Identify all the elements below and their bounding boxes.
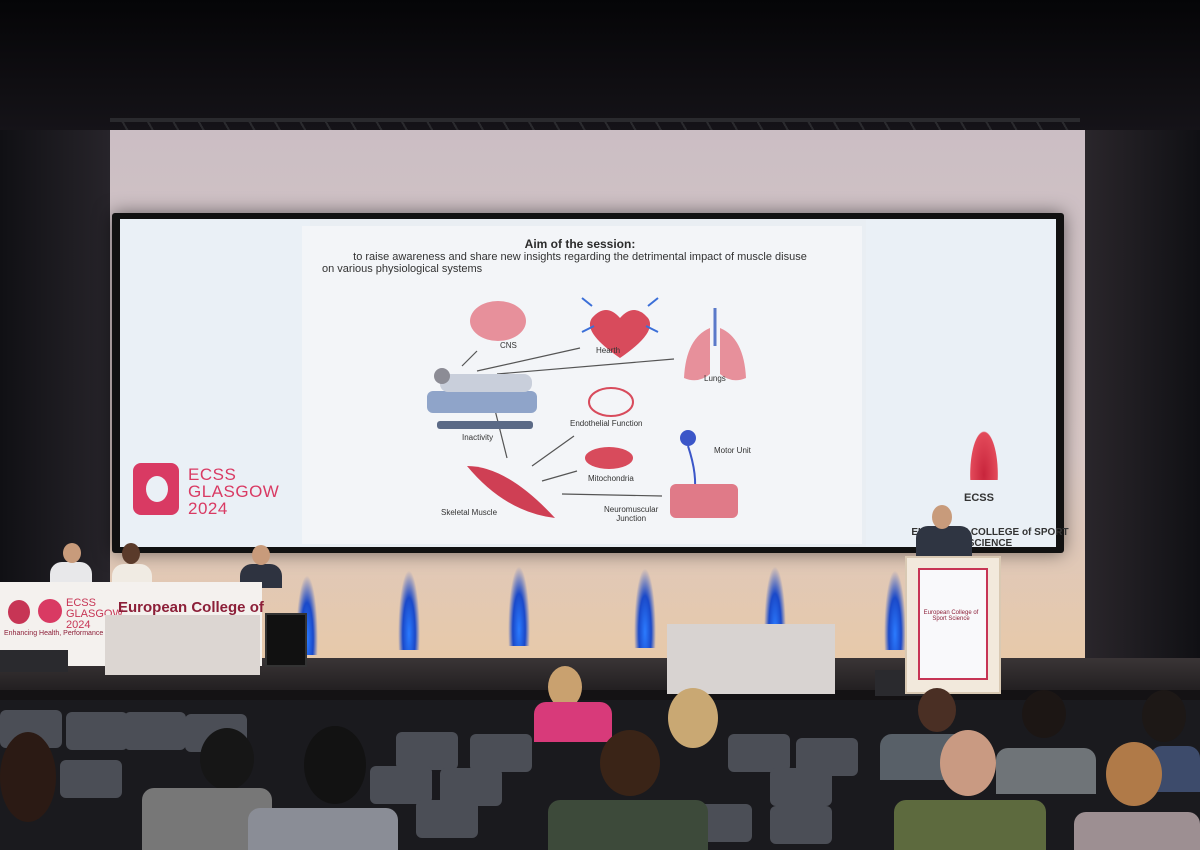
ecss-logo-mark-inner <box>146 476 168 502</box>
stage-right-wing <box>1085 130 1200 690</box>
audience-member <box>548 800 708 850</box>
heart-icon <box>589 310 651 358</box>
floor-speaker <box>0 650 68 672</box>
audience-member <box>894 800 1046 850</box>
seat <box>370 766 432 804</box>
seat <box>770 768 832 806</box>
seat <box>470 734 532 772</box>
seat <box>416 800 478 838</box>
label-line: Junction <box>616 514 647 523</box>
seat <box>60 760 122 798</box>
audience-member <box>996 748 1096 794</box>
logo-line: GLASGOW <box>188 482 280 501</box>
stage-monitor <box>265 613 307 667</box>
label-inactivity: Inactivity <box>462 433 494 442</box>
seat <box>396 732 458 770</box>
stage-box <box>667 624 835 694</box>
table-skirt <box>105 615 260 675</box>
panelist-head <box>122 543 140 564</box>
emblem-abbr: ECSS <box>964 492 994 504</box>
slide-right-panel <box>866 219 1056 547</box>
slide-center-panel <box>302 226 862 544</box>
logo-line: ECSS <box>66 597 96 609</box>
lectern-poster-text: European College of Sport Science <box>923 610 979 622</box>
blue-uplight <box>398 570 420 650</box>
audience-member-head <box>1142 690 1186 742</box>
panelist-head <box>252 545 270 565</box>
ceiling <box>0 0 1200 130</box>
banner-congress-name: European College of <box>118 599 264 616</box>
audience-member-head <box>1106 742 1162 806</box>
blue-uplight <box>884 570 906 650</box>
arrow <box>476 347 581 372</box>
panelist <box>112 564 152 586</box>
logo-text: ECSS GLASGOW 2024 <box>188 466 279 517</box>
audience-member-head <box>940 730 996 796</box>
blood-vessel-icon <box>588 387 634 417</box>
logo-line: GLASGOW <box>66 608 123 620</box>
speaker-head <box>932 505 952 529</box>
brain-icon <box>470 301 526 341</box>
ecss-flame-emblem <box>968 425 1000 480</box>
diagram <box>427 297 746 518</box>
audience-member <box>248 808 398 850</box>
seat <box>440 768 502 806</box>
seat <box>124 712 186 750</box>
label-lungs: Lungs <box>704 374 726 383</box>
emblem-ring-text: EUROPEAN COLLEGE of SPORT SCIENCE <box>911 527 1069 549</box>
slide-title: Aim of the session: <box>524 237 636 251</box>
audience-member-head <box>304 726 366 804</box>
lungs-icon <box>684 328 746 381</box>
seat <box>66 712 128 750</box>
bed-icon <box>427 391 537 413</box>
slide-subtitle-line: on various physiological systems <box>322 263 483 275</box>
label-cns: CNS <box>500 341 517 350</box>
audience-member-head <box>668 688 718 748</box>
audience-member <box>534 702 612 742</box>
label-neuromuscular-junction: Neuromuscular Junction <box>604 505 658 523</box>
ecss-flame-icon <box>8 600 30 624</box>
vessels-icon <box>581 297 659 333</box>
label-line: Neuromuscular <box>604 505 659 514</box>
mitochondria-icon <box>585 447 633 469</box>
slide-subtitle: to raise awareness and share new insight… <box>310 251 850 275</box>
logo-line: 2024 <box>188 499 228 518</box>
ecss-logo-mark <box>38 599 62 623</box>
label-endothelial-function: Endothelial Function <box>570 419 643 428</box>
neuron-icon <box>680 430 696 446</box>
arrow <box>461 350 478 367</box>
audience-member-head <box>200 728 254 790</box>
label-mitochondria: Mitochondria <box>588 474 634 483</box>
arrow <box>531 435 575 467</box>
logo-line: 2024 <box>66 619 91 631</box>
banner-tagline: Enhancing Health, Performance and Commun… <box>4 630 173 637</box>
label-skeletal-muscle: Skeletal Muscle <box>441 508 498 517</box>
arrow <box>496 358 675 375</box>
audience-member-head <box>0 732 56 822</box>
blue-uplight <box>634 568 656 648</box>
audience-member-head <box>918 688 956 732</box>
audience-member <box>1074 812 1200 850</box>
logo-line: ECSS <box>188 465 237 484</box>
label-heart: Hearth <box>596 346 621 355</box>
label-motor-unit: Motor Unit <box>714 446 751 455</box>
lectern-poster <box>918 568 988 680</box>
speaker <box>916 526 972 558</box>
audience-member-head <box>548 666 582 708</box>
panelist-head <box>63 543 81 563</box>
arrow <box>561 493 663 497</box>
slide-subtitle-line: to raise awareness and share new insight… <box>353 251 807 263</box>
seat <box>770 806 832 844</box>
blue-uplight <box>508 566 530 646</box>
muscle-fiber-icon <box>670 484 738 518</box>
audience-member-head <box>600 730 660 796</box>
skeletal-muscle-icon <box>467 466 555 518</box>
audience-member-head <box>1022 690 1066 738</box>
arrow <box>541 470 578 482</box>
banner-logo-text: ECSS GLASGOW 2024 <box>66 598 123 631</box>
seat <box>728 734 790 772</box>
